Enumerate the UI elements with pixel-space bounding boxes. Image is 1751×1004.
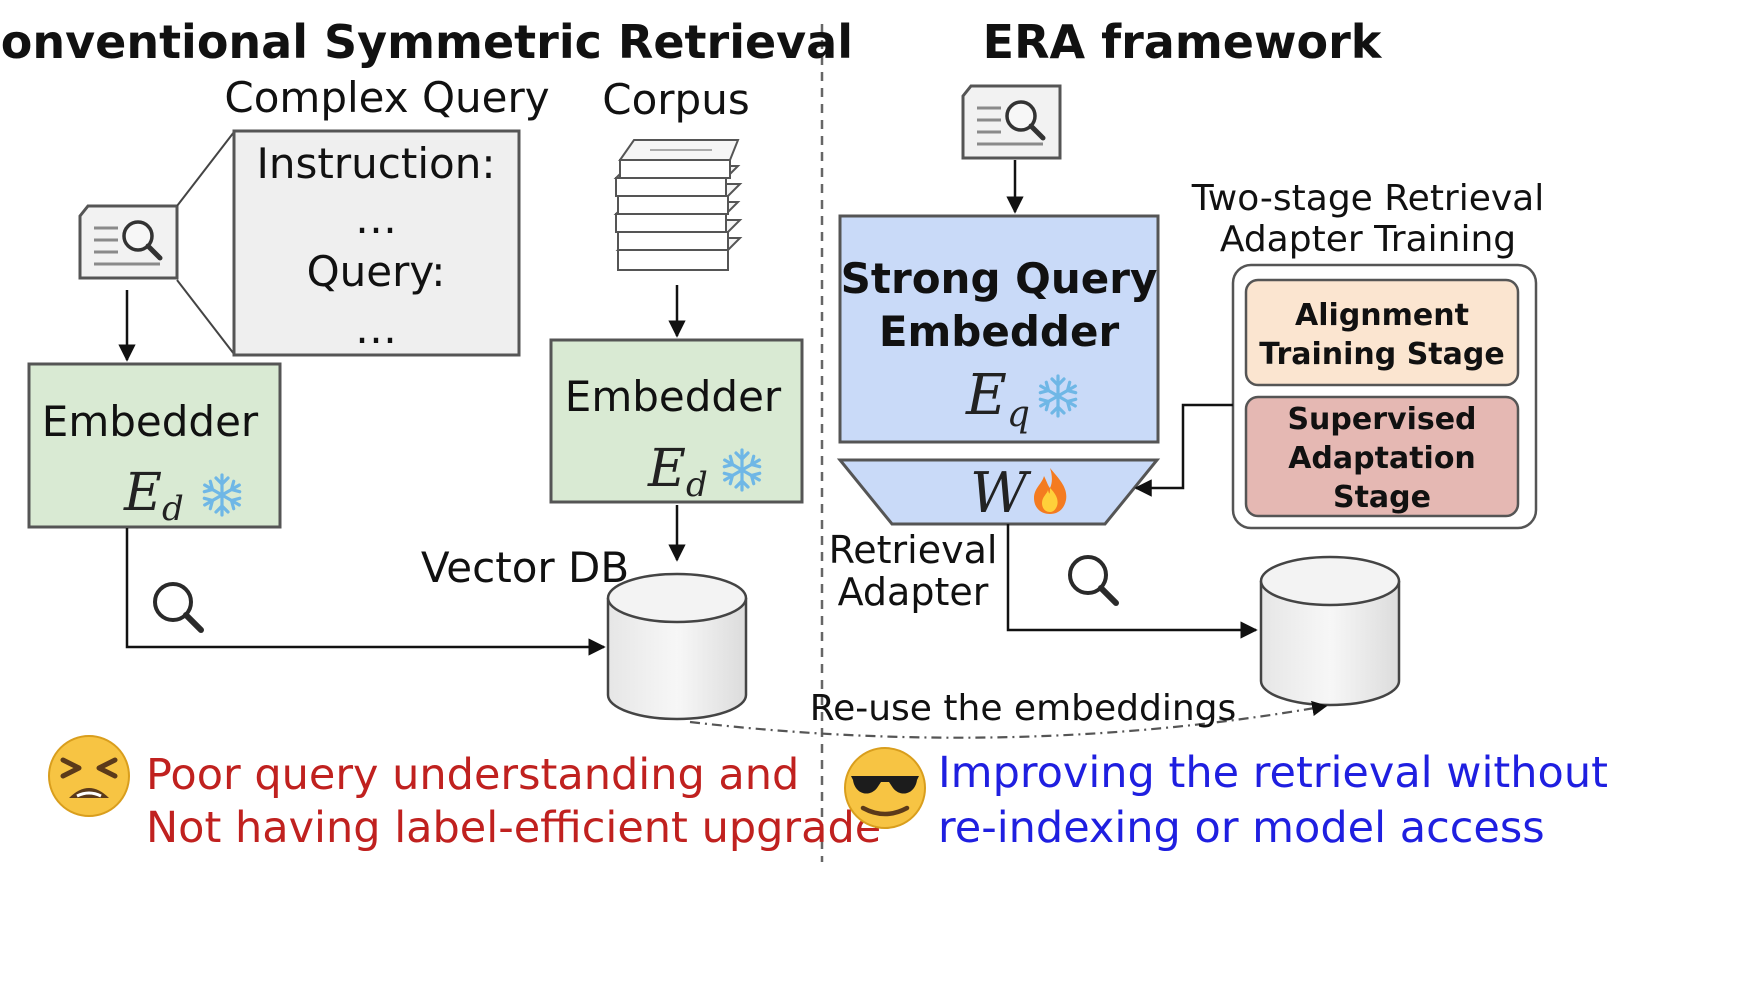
left-doc-embedder-box xyxy=(549,338,804,504)
retrieval-adapter-block xyxy=(836,458,1161,526)
left-panel-title: Conventional Symmetric Retrieval xyxy=(0,15,853,69)
vector-db-label: Vector DB xyxy=(421,543,629,592)
adapter-label-line-2: Adapter xyxy=(838,570,989,614)
training-title-line-2: Adapter Training xyxy=(1220,219,1516,260)
adapter-label-line-1: Retrieval xyxy=(829,528,998,572)
sunglasses-face-emoji xyxy=(844,747,926,829)
fire-icon xyxy=(1034,468,1067,514)
left-query-embedder-symbol: Ed xyxy=(123,463,184,529)
right-panel-title: ERA framework xyxy=(983,15,1383,69)
alignment-stage-line-1: Alignment xyxy=(1295,298,1469,333)
right-bottom-line-1: Improving the retrieval without xyxy=(938,748,1608,798)
right-bottom-line-2: re-indexing or model access xyxy=(938,803,1545,853)
left-bottom-line-1: Poor query understanding and xyxy=(146,750,799,800)
query-document-icon xyxy=(80,206,177,278)
left-vector-db-cylinder xyxy=(606,572,748,721)
right-vector-db-cylinder xyxy=(1259,555,1401,707)
left-doc-embedder-label: Embedder xyxy=(565,372,782,421)
supervised-stage-line-1: Supervised xyxy=(1287,402,1476,437)
magnifier-icon xyxy=(1070,557,1116,603)
complex-query-card xyxy=(232,129,521,357)
left-doc-embedder-symbol: Ed xyxy=(647,439,708,505)
strong-query-embedder-line-2: Embedder xyxy=(879,307,1120,356)
supervised-stage-line-2: Adaptation xyxy=(1288,441,1476,476)
adapter-symbol: W xyxy=(970,461,1032,526)
alignment-stage-line-2: Training Stage xyxy=(1259,337,1504,372)
left-bottom-line-2: Not having label-efficient upgrade xyxy=(146,803,881,853)
query-card-instruction: Instruction: xyxy=(257,139,496,188)
query-card-ellipsis-2: … xyxy=(355,304,397,353)
strong-query-embedder-line-1: Strong Query xyxy=(841,254,1158,303)
zoom-line-top xyxy=(176,131,235,207)
query-card-query: Query: xyxy=(307,247,446,296)
zoom-line-bottom xyxy=(176,279,235,355)
corpus-stack-icon xyxy=(613,139,743,271)
strong-query-embedder-symbol: Eq xyxy=(965,363,1030,435)
magnifier-icon xyxy=(155,584,201,630)
tired-face-emoji xyxy=(48,735,130,817)
strong-query-embedder-box xyxy=(838,214,1160,444)
query-card-ellipsis-1: … xyxy=(355,194,397,243)
training-title-line-1: Two-stage Retrieval xyxy=(1191,178,1545,219)
arrow-adapter-to-db xyxy=(1006,524,1258,639)
query-document-icon xyxy=(963,86,1060,158)
reuse-embeddings-arrow xyxy=(689,700,1328,739)
supervised-stage-box xyxy=(1244,395,1520,518)
alignment-stage-box xyxy=(1244,278,1520,387)
supervised-stage-line-3: Stage xyxy=(1333,480,1431,515)
arrow-training-to-adapter xyxy=(1134,403,1233,497)
left-query-embedder-label: Embedder xyxy=(42,397,259,446)
reuse-embeddings-label: Re-use the embeddings xyxy=(810,688,1237,729)
arrow-query-embedding-to-db xyxy=(125,528,606,656)
corpus-label: Corpus xyxy=(602,75,749,124)
complex-query-label: Complex Query xyxy=(224,73,549,122)
